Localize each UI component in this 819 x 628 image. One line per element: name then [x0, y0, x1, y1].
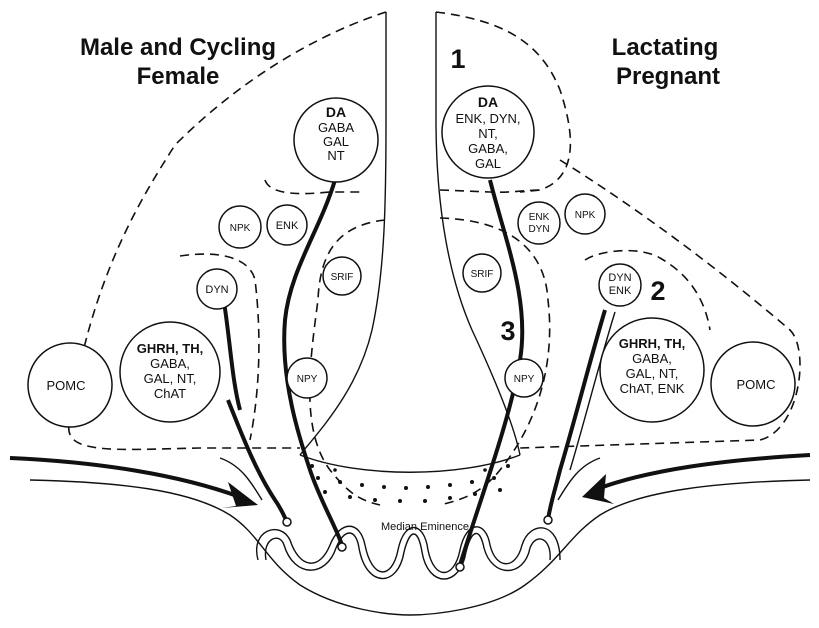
right-da-line-5: GAL	[475, 156, 501, 171]
right-dyn-enk-line-2: ENK	[609, 285, 632, 297]
right-ghrh-line-4: ChAT, ENK	[620, 381, 685, 396]
left-da-cell: DA GABA GAL NT	[294, 98, 378, 182]
left-npy-cell: NPY	[287, 358, 327, 398]
right-da-line-3: NT,	[478, 126, 498, 141]
right-srif-cell: SRIF	[463, 254, 501, 292]
left-dyn-axon	[224, 302, 240, 410]
infundibulum-outer-left	[30, 480, 410, 615]
right-enk-dyn-cell: ENK DYN	[518, 202, 560, 244]
left-da-line-2: GABA	[318, 120, 354, 135]
ventricle-floor	[300, 455, 520, 472]
left-ghrh-cell: GHRH, TH, GABA, GAL, NT, ChAT	[120, 322, 220, 422]
right-npy-cell: NPY	[505, 359, 543, 397]
left-ghrh-line-1: GHRH, TH,	[137, 341, 203, 356]
left-pomc-cell: POMC	[28, 343, 112, 427]
portal-capillary-loops-inner	[265, 533, 550, 579]
left-da-line-1: DA	[326, 104, 346, 120]
left-npy-label: NPY	[297, 374, 318, 385]
left-da-line-3: GAL	[323, 134, 349, 149]
left-arrow-shaft	[10, 458, 240, 497]
right-ghrh-cell: GHRH, TH, GABA, GAL, NT, ChAT, ENK	[600, 318, 704, 422]
right-da-line-4: GABA,	[468, 141, 508, 156]
left-terminal-1	[283, 518, 291, 526]
left-dyn-cell: DYN	[197, 269, 237, 309]
right-srif-label: SRIF	[471, 269, 494, 280]
right-dyn-enk-line-1: DYN	[608, 272, 631, 284]
left-npk-cell: NPK	[219, 206, 261, 248]
left-srif-label: SRIF	[331, 272, 354, 283]
right-title-line-1: Lactating	[612, 34, 719, 61]
right-npk-label: NPK	[575, 210, 596, 221]
right-npk-cell: NPK	[565, 194, 605, 234]
left-enk-cell: ENK	[267, 205, 307, 245]
right-arrow-shaft	[600, 455, 810, 488]
left-enk-label: ENK	[276, 220, 299, 232]
left-srif-cell: SRIF	[323, 257, 361, 295]
right-da-cell: DA ENK, DYN, NT, GABA, GAL	[442, 86, 534, 178]
right-enk-dyn-line-1: ENK	[529, 212, 550, 223]
left-pomc-label: POMC	[47, 378, 86, 393]
median-eminence-label: Median Eminence	[381, 521, 469, 533]
right-enk-dyn-line-2: DYN	[528, 224, 549, 235]
left-ghrh-line-4: ChAT	[154, 386, 186, 401]
right-da-line-1: DA	[478, 94, 498, 110]
left-terminal-2	[338, 543, 346, 551]
left-title-line-2: Female	[137, 63, 220, 90]
left-region-upper-dashed	[265, 180, 360, 194]
right-da-line-2: ENK, DYN,	[455, 111, 520, 126]
right-pomc-cell: POMC	[711, 342, 795, 426]
right-ghrh-line-3: GAL, NT,	[626, 366, 679, 381]
left-title-line-1: Male and Cycling	[80, 34, 276, 61]
left-da-line-4: NT	[327, 148, 344, 163]
right-title-line-2: Pregnant	[616, 63, 720, 90]
right-dyn-enk-cell: DYN ENK	[599, 264, 641, 306]
left-ghrh-line-3: GAL, NT,	[144, 371, 197, 386]
right-npy-label: NPY	[514, 374, 535, 385]
region-number-1: 1	[450, 44, 465, 74]
infundibulum-outer-right	[410, 480, 810, 615]
right-terminal-2	[544, 516, 552, 524]
right-terminal-1	[456, 563, 464, 571]
right-arrow-head	[582, 474, 614, 504]
region-number-3: 3	[500, 316, 515, 346]
portal-capillary-loops-outer	[257, 526, 560, 572]
right-pomc-label: POMC	[737, 377, 776, 392]
region-number-2: 2	[650, 276, 665, 306]
left-dyn-label: DYN	[205, 284, 228, 296]
right-periventricular-dashed	[440, 190, 540, 192]
right-ghrh-line-2: GABA,	[632, 351, 672, 366]
right-ghrh-line-1: GHRH, TH,	[619, 336, 685, 351]
left-ghrh-line-2: GABA,	[150, 356, 190, 371]
left-npk-label: NPK	[230, 223, 251, 234]
